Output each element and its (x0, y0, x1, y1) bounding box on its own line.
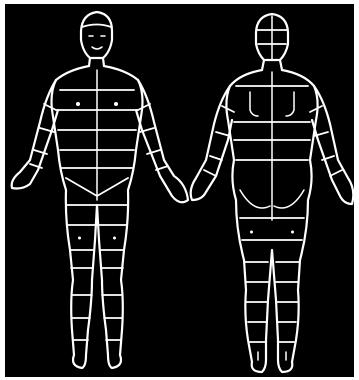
front-hairline (82, 25, 111, 28)
front-neck (89, 58, 104, 66)
back-right-arm-band-1 (310, 106, 322, 112)
back-left-arm-band-1 (222, 106, 234, 112)
front-head (81, 12, 112, 58)
front-nipple-left (76, 102, 80, 106)
front-knee-dot-right (113, 237, 116, 240)
front-mouth (92, 47, 102, 49)
back-buttock-left (240, 190, 270, 208)
back-left-arm-band-4 (204, 170, 216, 176)
front-view-figure (12, 12, 188, 368)
back-right-arm-band-4 (330, 170, 342, 176)
back-heel-marks (258, 352, 286, 360)
back-neck (262, 60, 282, 70)
front-left-arm-band-1 (44, 104, 56, 110)
front-right-arm (136, 80, 188, 202)
back-view-figure (191, 14, 354, 372)
front-nipple-right (114, 102, 118, 106)
front-right-arm-band-1 (138, 104, 150, 110)
front-knee-dot-left (78, 237, 81, 240)
back-buttock-right (274, 190, 304, 208)
back-left-arm-band-3 (210, 156, 222, 160)
back-left-arm-band-2 (216, 132, 230, 136)
back-scapula-right (286, 92, 294, 116)
back-scapula-left (250, 92, 258, 116)
back-thigh-dot-right (291, 231, 294, 234)
back-thigh-dot-left (250, 231, 253, 234)
